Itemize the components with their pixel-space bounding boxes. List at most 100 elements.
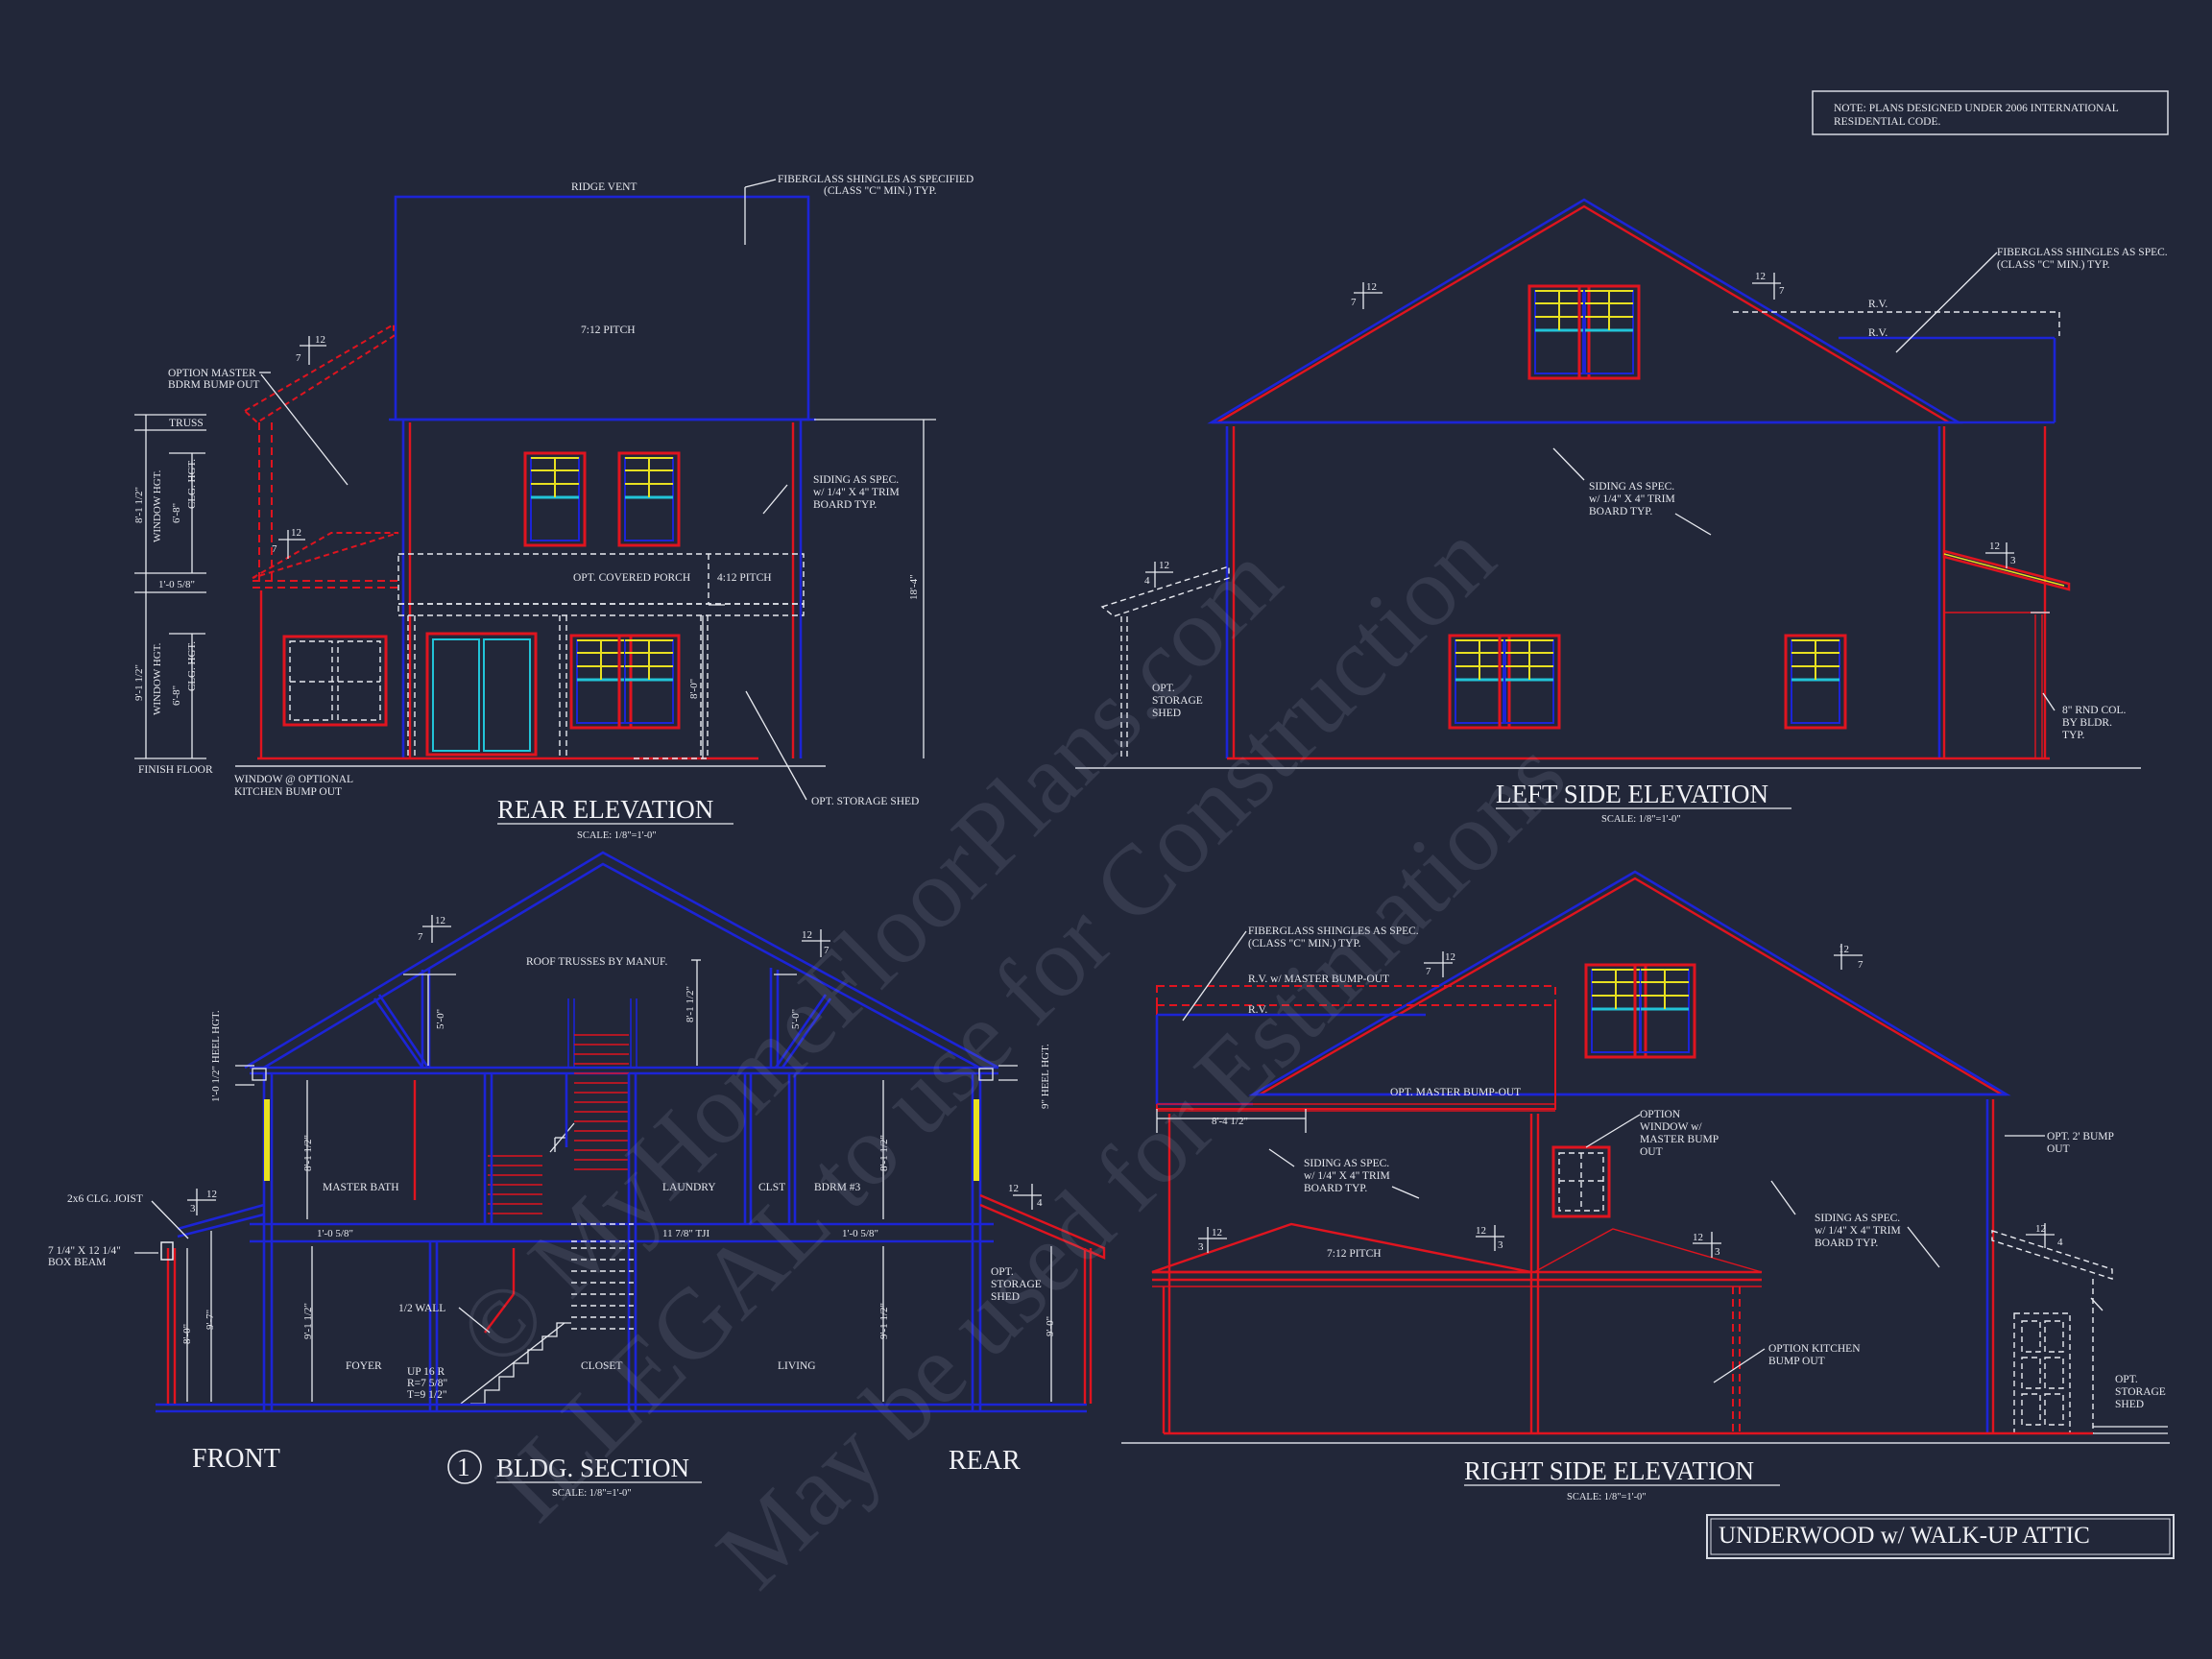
right-storage-2: STORAGE bbox=[2115, 1386, 2166, 1398]
finish-floor-label: FINISH FLOOR bbox=[138, 764, 213, 776]
porch-pitch-label: 4:12 PITCH bbox=[717, 572, 772, 584]
right-siding-left-2: w/ 1/4" X 4" TRIM bbox=[1304, 1170, 1390, 1182]
left-col-2: BY BLDR. bbox=[2062, 717, 2112, 729]
right-pitch-12d: 12 bbox=[1476, 1225, 1486, 1237]
section-number: 1 bbox=[457, 1453, 470, 1481]
section-scale: SCALE: 1/8"=1'-0" bbox=[552, 1488, 632, 1499]
right-pitch-3a: 3 bbox=[1198, 1241, 1204, 1253]
rear-dim-lower: 9'-1 1/2" bbox=[133, 664, 145, 701]
left-pitch-12b: 12 bbox=[1755, 271, 1766, 282]
section-laundry: LAUNDRY bbox=[662, 1182, 716, 1193]
right-siding-right-1: SIDING AS SPEC. bbox=[1815, 1213, 1900, 1224]
rear-option-master-2: BDRM BUMP OUT bbox=[168, 379, 259, 391]
section-front-label: FRONT bbox=[192, 1444, 280, 1474]
section-texts: ROOF TRUSSES BY MANUF. 1'-0 1/2" HEEL HG… bbox=[48, 915, 1056, 1401]
right-storage-1: OPT. bbox=[2115, 1374, 2138, 1385]
rear-texts: RIDGE VENT FIBERGLASS SHINGLES AS SPECIF… bbox=[133, 174, 974, 807]
right-rv: R.V. bbox=[1248, 1004, 1267, 1016]
right-texts: FIBERGLASS SHINGLES AS SPEC. (CLASS "C" … bbox=[1198, 926, 2166, 1410]
section-rear-label: REAR bbox=[949, 1446, 1021, 1476]
rear-pitch-12b: 12 bbox=[291, 527, 301, 539]
section-storage-1: OPT. bbox=[991, 1266, 1014, 1278]
right-option-window-4: OUT bbox=[1640, 1146, 1663, 1158]
rear-roof-block bbox=[394, 195, 810, 421]
rear-dim-upper-clg: 6'-8" bbox=[171, 503, 182, 523]
rear-elevation-title: REAR ELEVATION bbox=[497, 795, 713, 824]
rear-clg-hgt-upper: CLG. HGT. bbox=[186, 459, 198, 509]
left-rv-2: R.V. bbox=[1868, 327, 1887, 339]
left-elevation-scale: SCALE: 1/8"=1'-0" bbox=[1601, 814, 1681, 825]
rear-pitch-label: 7:12 PITCH bbox=[581, 325, 636, 336]
right-pitch-12c: 12 bbox=[1212, 1227, 1222, 1238]
section-dim-97: 9'-7" bbox=[204, 1310, 216, 1330]
section-joist: 2x6 CLG. JOIST bbox=[67, 1193, 143, 1205]
section-bdrm3: BDRM #3 bbox=[814, 1182, 860, 1193]
left-pitch-4: 4 bbox=[1144, 575, 1150, 587]
right-master-bump: OPT. MASTER BUMP-OUT bbox=[1390, 1087, 1521, 1098]
section-pitch-12b: 12 bbox=[802, 929, 812, 941]
section-dim-lower-left: 9'-1 1/2" bbox=[302, 1303, 314, 1339]
rear-height-total: 18'-4" bbox=[908, 574, 920, 600]
left-col-1: 8" RND COL. bbox=[2062, 705, 2126, 716]
rear-window-hgt-upper: WINDOW HGT. bbox=[152, 469, 163, 542]
left-shingles-1: FIBERGLASS SHINGLES AS SPEC. bbox=[1997, 247, 2168, 258]
building-section: ROOF TRUSSES BY MANUF. 1'-0 1/2" HEEL HG… bbox=[48, 851, 1106, 1499]
rear-pitch-7b: 7 bbox=[272, 543, 277, 555]
section-dim-upper-right: 8'-1 1/2" bbox=[878, 1135, 890, 1171]
section-dim-attic: 8'-1 1/2" bbox=[685, 986, 696, 1022]
right-siding-right-3: BOARD TYP. bbox=[1815, 1238, 1878, 1249]
right-rv-master: R.V. w/ MASTER BUMP-OUT bbox=[1248, 974, 1389, 985]
section-trusses-label: ROOF TRUSSES BY MANUF. bbox=[526, 956, 667, 968]
right-storage-3: SHED bbox=[2115, 1399, 2144, 1410]
rear-pitch-12a: 12 bbox=[315, 334, 325, 346]
code-note: NOTE: PLANS DESIGNED UNDER 2006 INTERNAT… bbox=[1812, 90, 2169, 135]
left-side-elevation: FIBERGLASS SHINGLES AS SPEC. (CLASS "C" … bbox=[1075, 198, 2168, 825]
rear-slider-door bbox=[425, 632, 538, 757]
section-beam-2: BOX BEAM bbox=[48, 1257, 106, 1268]
left-pitch-12c: 12 bbox=[1159, 560, 1169, 571]
left-siding-2: w/ 1/4" X 4" TRIM bbox=[1589, 493, 1675, 505]
right-pitch-3b: 3 bbox=[1498, 1239, 1503, 1251]
section-pitch-4: 4 bbox=[1037, 1197, 1043, 1209]
right-shingles-1: FIBERGLASS SHINGLES AS SPEC. bbox=[1248, 926, 1419, 937]
section-living: LIVING bbox=[778, 1360, 816, 1372]
left-storage-1: OPT. bbox=[1152, 683, 1175, 694]
left-pitch-12a: 12 bbox=[1366, 281, 1377, 293]
rear-window-option-1: WINDOW @ OPTIONAL bbox=[234, 774, 353, 785]
left-siding-3: BOARD TYP. bbox=[1589, 506, 1652, 517]
right-elevation-scale: SCALE: 1/8"=1'-0" bbox=[1567, 1492, 1647, 1503]
right-bump2-2: OUT bbox=[2047, 1143, 2070, 1155]
right-siding-right-2: w/ 1/4" X 4" TRIM bbox=[1815, 1225, 1901, 1237]
right-option-window-2: WINDOW w/ bbox=[1640, 1121, 1702, 1133]
right-kitchen-2: BUMP OUT bbox=[1768, 1356, 1825, 1367]
title-block-text: UNDERWOOD w/ WALK-UP ATTIC bbox=[1719, 1523, 2090, 1549]
rear-siding-1: SIDING AS SPEC. bbox=[813, 474, 899, 486]
section-clst: CLST bbox=[758, 1182, 785, 1193]
rear-dim-floor: 1'-0 5/8" bbox=[158, 579, 195, 590]
section-foyer: FOYER bbox=[346, 1360, 382, 1372]
rear-storage-label: OPT. STORAGE SHED bbox=[811, 796, 919, 807]
section-half-wall: 1/2 WALL bbox=[398, 1303, 445, 1314]
section-dim-knee-left: 5'-0" bbox=[435, 1009, 446, 1029]
code-note-line-2: RESIDENTIAL CODE. bbox=[1834, 116, 1940, 128]
section-floor-right: 1'-0 5/8" bbox=[842, 1228, 878, 1239]
left-col-3: TYP. bbox=[2062, 730, 2084, 741]
rear-window-option-2: KITCHEN BUMP OUT bbox=[234, 786, 342, 798]
section-stair-1: UP 16 R bbox=[407, 1366, 445, 1378]
right-pitch-label: 7:12 PITCH bbox=[1327, 1248, 1382, 1260]
left-texts: FIBERGLASS SHINGLES AS SPEC. (CLASS "C" … bbox=[1144, 247, 2168, 741]
section-floor-left: 1'-0 5/8" bbox=[317, 1228, 353, 1239]
rear-height-porch: 8'-0" bbox=[688, 679, 700, 699]
right-pitch-7a: 7 bbox=[1426, 966, 1431, 977]
left-pitch-3: 3 bbox=[2010, 555, 2016, 566]
left-pitch-12d: 12 bbox=[1989, 541, 2000, 552]
rear-elevation: RIDGE VENT FIBERGLASS SHINGLES AS SPECIF… bbox=[133, 174, 974, 841]
section-tji: 11 7/8" TJI bbox=[662, 1228, 709, 1239]
rear-clg-hgt-lower: CLG. HGT. bbox=[186, 641, 198, 691]
section-dim-9: 9'-0" bbox=[1045, 1316, 1056, 1336]
section-stair-3: T=9 1/2" bbox=[407, 1389, 447, 1401]
rear-shingles-label-2: (CLASS "C" MIN.) TYP. bbox=[824, 185, 937, 197]
rear-siding-3: BOARD TYP. bbox=[813, 499, 877, 511]
section-closet: CLOSET bbox=[581, 1360, 622, 1372]
